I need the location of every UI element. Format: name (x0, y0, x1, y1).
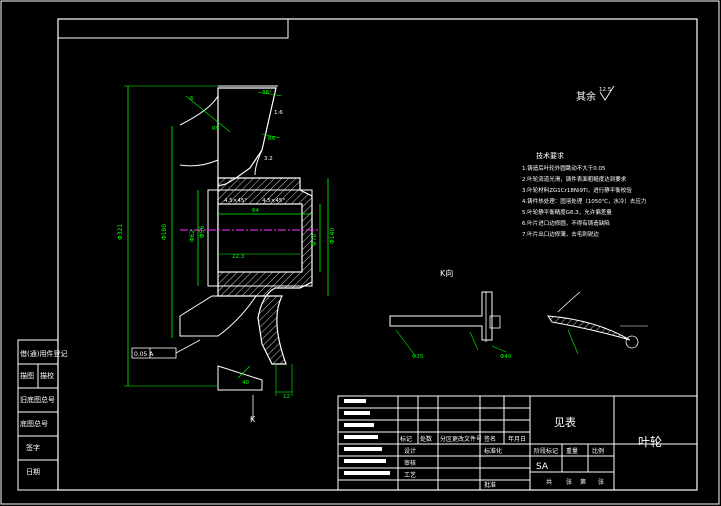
bottom-label-1: 张 (566, 478, 572, 486)
row-header-3: 更改文件号 (452, 435, 482, 443)
dim-r2: R6 (268, 136, 276, 142)
dim-chamfer-2: 4.5×45° (262, 198, 285, 204)
side-label-4: 批准 (484, 481, 496, 489)
blade-detail (547, 291, 648, 355)
side-row-0: 借(通)用件登记 (20, 349, 67, 358)
dim-inner: Φ180 (161, 224, 168, 240)
dim-key-w: 64 (252, 208, 259, 214)
title-block (337, 395, 698, 491)
roughness-value: 12.5 (599, 87, 612, 93)
stage-label-2: 比例 (592, 447, 604, 455)
side-label-0: 设计 (404, 447, 416, 455)
bottom-label-0: 共 (546, 478, 552, 486)
k-view-label: K向 (440, 268, 453, 278)
tech-line: 1.铸造后叶轮外圆跳动不大于0.05 (522, 164, 606, 172)
dim-bore: Φ62 (189, 229, 196, 242)
dim-len-12: 12 (283, 394, 290, 400)
row-header-0: 标记 (400, 435, 412, 443)
tech-line: 5.叶轮静平衡精度G6.3，允许偏差量 (522, 208, 612, 216)
dim-chamfer-1: 4.5×45° (224, 198, 247, 204)
tech-line: 2.叶轮流道光滑，铸件表面粗糙度达到要求 (522, 175, 627, 183)
dim-hub: Φ140 (329, 228, 336, 244)
dim-shaft: Φ25 (412, 354, 424, 360)
drawing-number: 见表 (554, 415, 576, 429)
side-label-2: 工艺 (404, 471, 416, 479)
side-small-1: 描校 (40, 371, 54, 380)
dim-len-40: 40 (242, 380, 249, 386)
stage-label-1: 重量 (566, 447, 578, 455)
impeller-section-view (124, 85, 329, 420)
dim-bore2: Φ56 (199, 225, 206, 238)
roughness-symbol-icon (599, 85, 615, 101)
row-header-2: 分区 (440, 435, 452, 443)
tech-line: 6.叶片进口边修圆，不得有铸造缺陷 (522, 219, 610, 227)
tech-lines: 1.铸造后叶轮外圆跳动不大于0.05 2.叶轮流道光滑，铸件表面粗糙度达到要求 … (522, 164, 646, 238)
title-block-bars (344, 399, 390, 475)
tech-title: 技术要求 (536, 151, 564, 160)
stage-label-0: 阶段标记 (534, 447, 558, 455)
side-label-1: 审核 (404, 459, 416, 467)
dim-6: 6 (190, 96, 194, 102)
side-small-0: 描图 (20, 371, 34, 380)
bottom-label-3: 张 (598, 478, 604, 486)
part-name: 叶轮 (638, 435, 662, 449)
side-table (17, 339, 59, 491)
tech-line: 4.铸件热处理：固溶处理（1050℃，水冷）去应力 (522, 197, 646, 205)
dim-outer: Φ321 (117, 224, 124, 240)
dim-angle: 36° (262, 90, 272, 96)
ra-1: 3.2 (264, 156, 273, 162)
dim-key-d: 22.3 (232, 254, 245, 260)
row-header-1: 处数 (420, 435, 432, 443)
k-view (389, 291, 507, 355)
tech-line: 7.叶片出口边修薄，去毛刺锐边 (522, 230, 599, 238)
ra-2: 1.6 (274, 110, 283, 116)
tolerance-box: 0.05 A (134, 351, 154, 358)
dim-r1: R5 (212, 126, 220, 132)
dim-small: Φ70 (311, 233, 318, 246)
side-row-1: 旧底图总号 (20, 395, 55, 404)
side-row-3: 签字 (26, 443, 40, 452)
side-row-4: 日期 (26, 468, 40, 476)
k-arrow-label: K (250, 415, 256, 424)
bottom-label-2: 第 (580, 478, 586, 486)
tech-line: 3.叶轮材料ZG1Cr18Ni9Ti，进行静平衡校验 (522, 186, 632, 194)
row-header-4: 签名 (484, 435, 496, 443)
dim-shaft2: Φ40 (500, 354, 512, 360)
side-row-2: 底图总号 (20, 419, 48, 428)
side-label-3: 标准化 (484, 447, 502, 455)
code-box (57, 18, 289, 39)
material-symbol: SA (536, 462, 549, 472)
row-header-5: 年月日 (508, 435, 526, 443)
roughness-label: 其余 (576, 90, 596, 103)
